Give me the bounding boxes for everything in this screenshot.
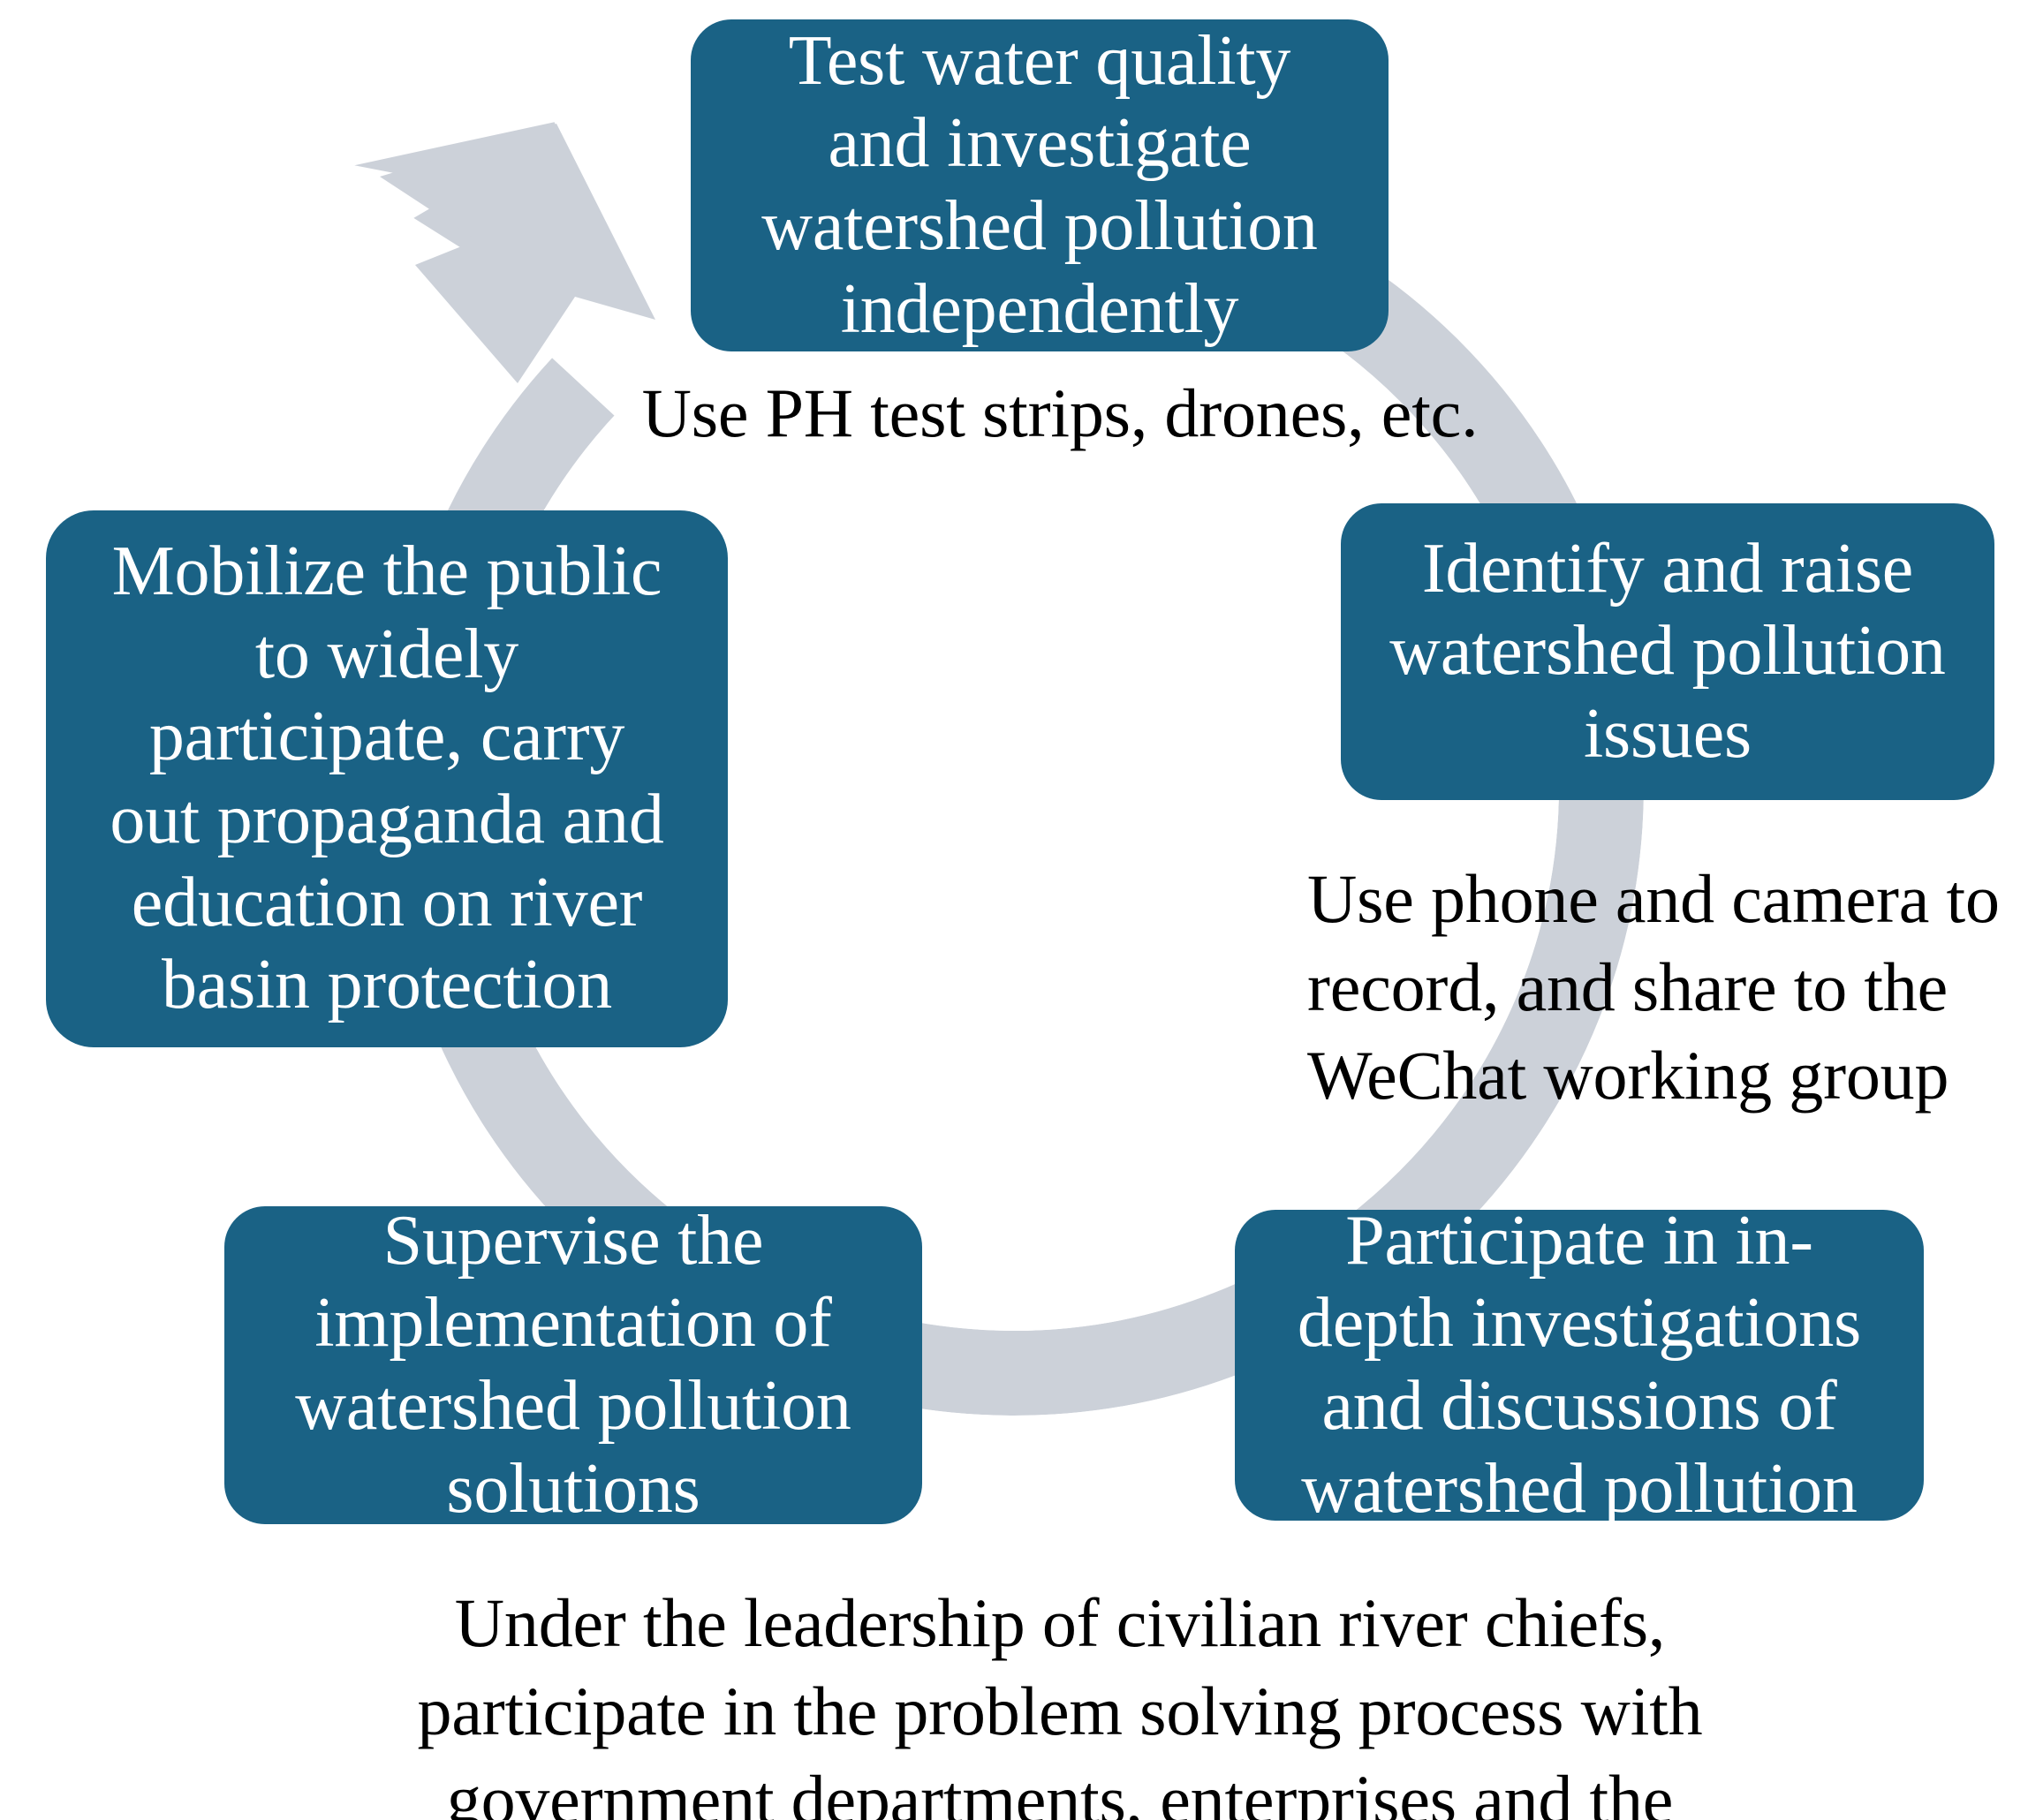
ring-arrowhead bbox=[354, 122, 655, 383]
cycle-node-test[interactable]: Test water quality and investigate water… bbox=[691, 19, 1389, 351]
cycle-node-identify-label: Identify and raise watershed pollution i… bbox=[1389, 529, 1946, 773]
cycle-node-participate[interactable]: Participate in in- depth investigations … bbox=[1235, 1202, 1924, 1528]
caption-bottom: Under the leadership of civilian river c… bbox=[417, 1584, 1703, 1820]
cycle-node-participate-label: Participate in in- depth investigations … bbox=[1297, 1201, 1862, 1528]
cycle-node-supervise[interactable]: Supervise the implementation of watershe… bbox=[224, 1202, 922, 1528]
cycle-node-test-label: Test water quality and investigate water… bbox=[761, 21, 1318, 348]
caption-test: Use PH test strips, drones, etc. bbox=[641, 374, 1479, 451]
cycle-node-supervise-label: Supervise the implementation of watershe… bbox=[295, 1201, 851, 1528]
caption-identify: Use phone and camera to record, and shar… bbox=[1307, 860, 2000, 1114]
cycle-node-mobilize[interactable]: Mobilize the public to widely participat… bbox=[46, 510, 728, 1047]
cycle-node-mobilize-label: Mobilize the public to widely participat… bbox=[110, 532, 664, 1024]
cycle-node-identify[interactable]: Identify and raise watershed pollution i… bbox=[1341, 503, 1994, 800]
